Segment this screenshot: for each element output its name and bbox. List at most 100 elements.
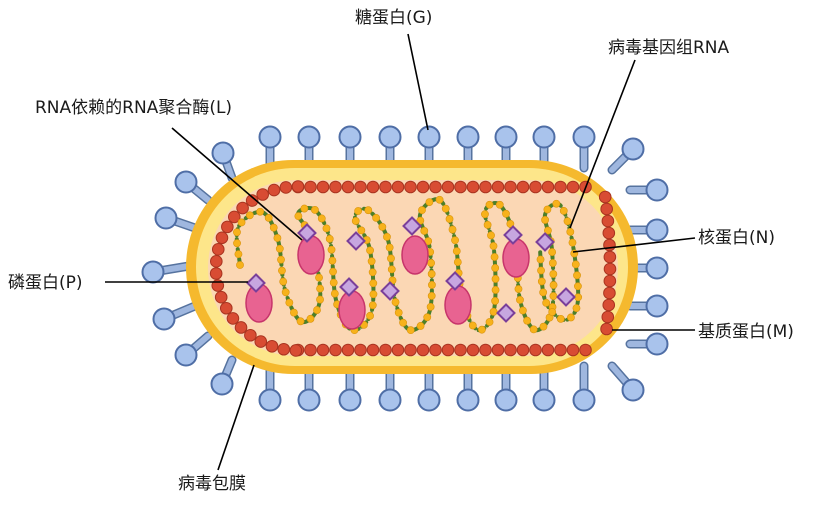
matrix-protein-bead: [279, 181, 293, 194]
nucleoprotein-bead: [366, 311, 374, 320]
matrix-protein-bead: [541, 180, 555, 194]
matrix-protein-bead: [341, 343, 355, 357]
label-envelope: 病毒包膜: [178, 474, 246, 494]
phosphoprotein-p: [556, 287, 576, 307]
matrix-protein-bead: [354, 180, 367, 194]
matrix-protein-bead: [379, 180, 392, 194]
nucleoprotein-bead: [451, 236, 459, 245]
matrix-protein-bead: [391, 180, 405, 194]
nucleoprotein-bead: [423, 313, 432, 322]
matrix-protein-bead: [227, 210, 241, 224]
nucleoprotein-bead: [394, 308, 403, 317]
matrix-protein-layer: [209, 180, 617, 357]
matrix-protein-bead: [529, 180, 542, 194]
nucleoprotein-bead: [477, 325, 486, 334]
nucleoprotein-bead: [264, 214, 273, 222]
matrix-protein-bead: [566, 180, 580, 194]
nucleoprotein-bead: [364, 206, 373, 215]
nucleoprotein-bead: [566, 227, 575, 236]
matrix-protein-bead: [429, 180, 442, 194]
nucleoprotein-bead: [369, 279, 378, 288]
matrix-protein-bead: [441, 180, 455, 194]
matrix-protein-bead: [391, 343, 405, 357]
phosphoprotein-p: [297, 223, 317, 243]
matrix-protein-bead: [441, 343, 455, 357]
spike-head: [456, 125, 480, 149]
nucleoprotein-bead: [387, 265, 396, 274]
nucleoprotein-bead: [367, 257, 376, 266]
nucleoprotein-bead: [516, 296, 524, 304]
nucleoprotein-bead: [306, 314, 315, 323]
nucleoprotein-bead: [278, 266, 286, 275]
matrix-protein-bead: [256, 188, 269, 201]
nucleoprotein-bead: [495, 200, 504, 209]
nucleoprotein-bead: [426, 302, 435, 311]
spike-head: [621, 378, 645, 402]
nucleoprotein-bead: [485, 200, 494, 209]
phosphoprotein-p: [246, 273, 266, 293]
nucleoprotein-bead: [279, 277, 288, 286]
nucleoprotein-bead: [357, 226, 366, 235]
matrix-protein-bead: [354, 343, 367, 357]
nucleoprotein-bead: [523, 316, 531, 325]
matrix-protein-bead: [600, 322, 613, 336]
matrix-protein-bead: [316, 180, 330, 194]
nucleoprotein-bead: [549, 292, 558, 300]
matrix-protein-bead: [603, 274, 617, 288]
nucleoprotein-bead: [285, 298, 294, 307]
spike-head: [141, 260, 165, 284]
matrix-protein-bead: [209, 267, 223, 280]
matrix-protein-bead: [554, 180, 567, 194]
nucleoprotein-bead: [233, 239, 241, 248]
nucleoprotein-bead: [556, 314, 565, 323]
nucleoprotein-bead: [236, 261, 244, 269]
phosphoprotein-p: [535, 232, 555, 252]
matrix-protein-bead: [244, 328, 257, 342]
matrix-protein-bead: [554, 343, 567, 357]
nucleoprotein-bead: [385, 243, 394, 252]
glycoprotein-spike: [625, 218, 669, 242]
matrix-protein-bead: [379, 343, 392, 357]
spike-head: [621, 137, 645, 161]
leader-envelope: [217, 364, 255, 471]
spike-head: [532, 388, 556, 412]
matrix-protein-bead: [236, 201, 249, 215]
glycoprotein-spike: [211, 141, 237, 183]
matrix-protein-bead: [603, 286, 616, 300]
nucleoprotein-bead: [328, 256, 337, 265]
glycoprotein-spike: [210, 355, 237, 396]
spike-head: [210, 372, 234, 396]
nucleoprotein-bead: [563, 217, 572, 226]
glycoprotein-spike: [625, 294, 669, 318]
glycoprotein-spike: [174, 331, 213, 367]
matrix-protein-bead: [329, 343, 342, 357]
matrix-protein-bead: [291, 180, 305, 193]
nucleoprotein-bead: [489, 242, 498, 250]
nucleoprotein-bead: [399, 318, 407, 327]
matrix-protein-bead: [404, 343, 417, 357]
nucleoprotein-bead: [427, 259, 435, 267]
nucleoprotein-bead: [354, 207, 363, 215]
nucleoprotein-bead: [416, 216, 425, 225]
nucleoprotein-bead: [275, 244, 284, 253]
polymerase-group: [245, 235, 530, 330]
nucleoprotein-bead: [514, 285, 523, 293]
leader-nucleoprotein: [572, 237, 696, 253]
matrix-protein-bead: [516, 180, 530, 194]
matrix-protein-bead: [454, 180, 467, 194]
nucleoprotein-bead: [351, 217, 360, 225]
nucleoprotein-bead: [330, 289, 339, 298]
nucleoprotein-bead: [317, 214, 326, 223]
nucleoprotein-bead: [548, 259, 557, 267]
matrix-protein-bead: [214, 290, 228, 304]
glycoprotein-spike: [174, 170, 213, 205]
nucleoprotein-bead: [290, 308, 298, 317]
nucleoprotein-bead: [313, 306, 321, 314]
matrix-protein-bead: [566, 343, 580, 357]
glycoprotein-spike: [625, 332, 669, 356]
glycoprotein-spike: [607, 137, 645, 175]
glycoprotein-spike: [572, 361, 596, 412]
phosphoprotein-p: [402, 216, 422, 236]
spike-head: [338, 388, 362, 412]
nucleoprotein-bead: [485, 318, 494, 326]
